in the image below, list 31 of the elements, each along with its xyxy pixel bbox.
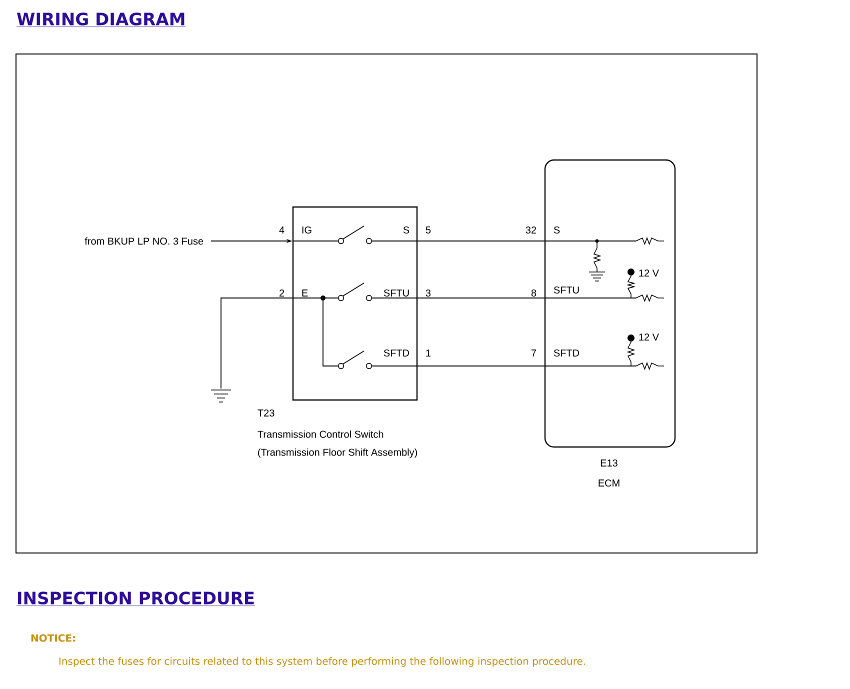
heading: WIRING DIAGRAM: [16, 12, 186, 28]
notice-label: NOTICE:: [31, 634, 75, 642]
voltage-label: 12 V: [639, 270, 659, 276]
ground-symbol: [210, 390, 232, 402]
voltage-label: 12 V: [639, 334, 659, 340]
pin-name: SFTU: [554, 286, 579, 294]
source-label: from BKUP LP NO. 3 Fuse: [84, 237, 204, 245]
pin-number: 32: [526, 226, 536, 234]
pin-number: 5: [426, 226, 431, 234]
wire: [417, 240, 545, 242]
heading: INSPECTION PROCEDURE: [16, 592, 256, 606]
wire: [220, 298, 293, 389]
pin-number: 7: [532, 350, 536, 356]
pin-name: S: [554, 226, 560, 234]
pin-number: 8: [531, 289, 536, 297]
pin-name: IG: [302, 226, 312, 234]
component-name: ECM: [598, 479, 620, 487]
pin-number: 4: [279, 226, 284, 234]
pin-number: 2: [280, 290, 284, 296]
connector-code: E13: [600, 459, 618, 467]
pin-number: 1: [426, 350, 431, 356]
pin-number: 3: [426, 289, 431, 297]
pin-name: SFTU: [384, 289, 409, 297]
notice-text: Inspect the fuses for circuits related to this system before performing the following inspection procedure.: [59, 657, 585, 667]
pin-name: S: [403, 226, 410, 234]
connector-code: T23: [258, 409, 274, 417]
pin-name: SFTD: [554, 349, 580, 357]
pin-name: E: [302, 290, 308, 296]
pin-name: SFTD: [384, 349, 410, 357]
component-name: Transmission Control Switch: [258, 430, 384, 438]
component-name: (Transmission Floor Shift Assembly): [258, 448, 418, 458]
